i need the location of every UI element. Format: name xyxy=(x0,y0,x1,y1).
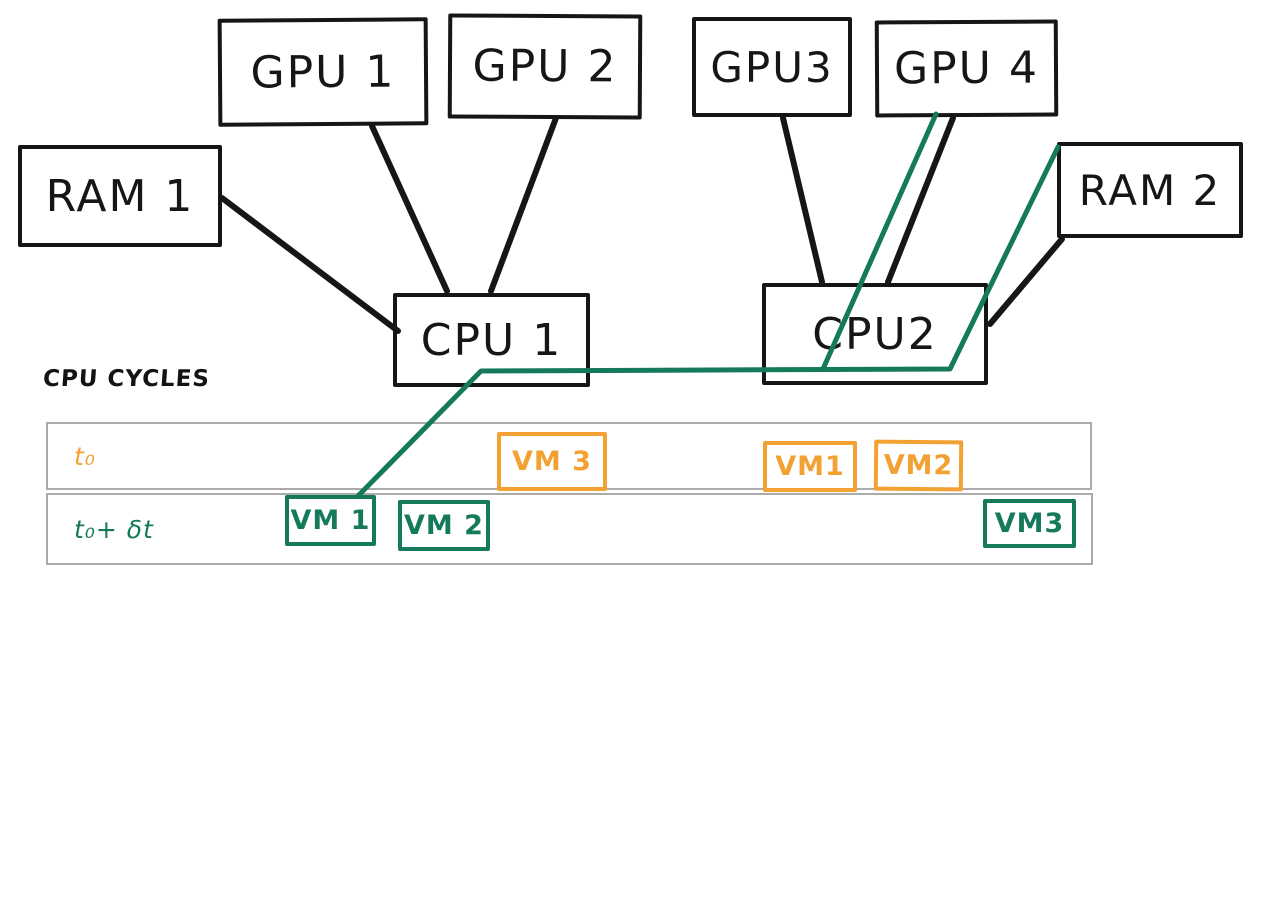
vm-box-t0-vm3: VM 3 xyxy=(497,432,607,491)
vm-box-t0dt-vm2: VM 2 xyxy=(398,500,490,551)
vm-t0dt-vm1-label: VM 1 xyxy=(290,505,371,536)
vm-t0-vm2-label: VM2 xyxy=(883,449,954,482)
node-gpu1: GPU 1 xyxy=(217,17,429,127)
node-ram1: RAM 1 xyxy=(18,145,222,247)
node-gpu4-label: GPU 4 xyxy=(893,42,1040,95)
vm-box-t0-vm1: VM1 xyxy=(763,441,857,492)
edge-ram2-cpu2 xyxy=(987,236,1065,327)
row-label-t0dt: t₀+ δt xyxy=(74,514,154,544)
node-gpu4: GPU 4 xyxy=(874,19,1059,118)
edge-gpu3-cpu2 xyxy=(780,115,825,285)
vm-box-t0dt-vm1: VM 1 xyxy=(285,495,376,546)
vm-t0dt-vm3-label: VM3 xyxy=(994,508,1065,539)
node-cpu1: CPU 1 xyxy=(393,293,590,387)
node-ram2: RAM 2 xyxy=(1057,142,1243,238)
node-cpu2-label: CPU2 xyxy=(812,308,938,360)
vm-t0-vm3-label: VM 3 xyxy=(512,446,592,477)
node-cpu1-label: CPU 1 xyxy=(420,314,563,366)
node-ram1-label: RAM 1 xyxy=(45,170,195,222)
vm-box-t0dt-vm3: VM3 xyxy=(983,499,1076,548)
node-gpu2-label: GPU 2 xyxy=(472,40,618,93)
edge-gpu4-cpu2 xyxy=(885,115,956,285)
vm-t0-vm1-label: VM1 xyxy=(775,451,845,482)
vm-box-t0-vm2: VM2 xyxy=(873,439,964,492)
node-gpu3-label: GPU3 xyxy=(710,42,834,92)
edge-ram1-cpu1 xyxy=(219,195,401,334)
node-gpu2: GPU 2 xyxy=(447,13,643,120)
vm-t0dt-vm2-label: VM 2 xyxy=(404,510,484,541)
node-gpu1-label: GPU 1 xyxy=(250,45,396,99)
edge-gpu2-cpu1 xyxy=(488,115,559,294)
row-label-t0: t₀ xyxy=(74,441,96,471)
node-ram2-label: RAM 2 xyxy=(1078,165,1222,215)
cpu-cycles-heading: CPU CYCLES xyxy=(42,366,211,392)
node-cpu2: CPU2 xyxy=(762,283,988,385)
edge-gpu1-cpu1 xyxy=(369,123,450,294)
node-gpu3: GPU3 xyxy=(692,17,852,117)
timeline-row-t0dt: t₀+ δt xyxy=(46,493,1093,565)
